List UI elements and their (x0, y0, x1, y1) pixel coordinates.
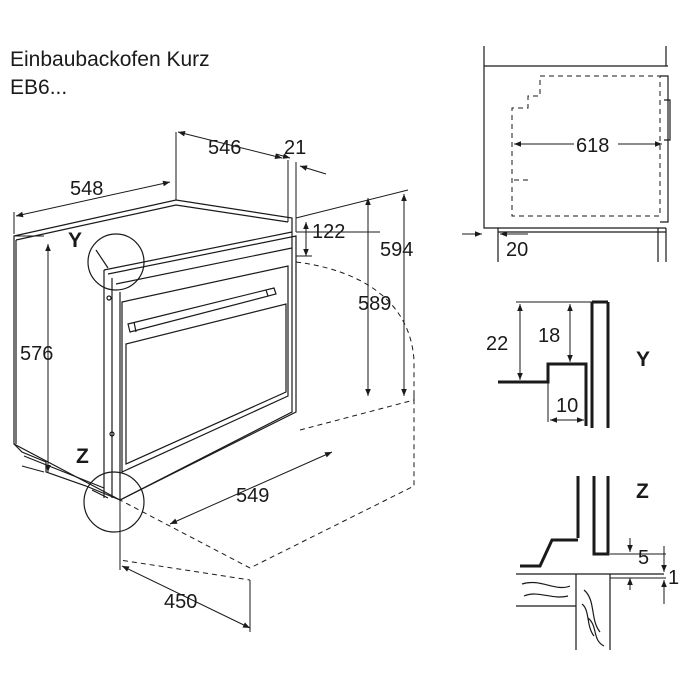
detail-z-label: Z (636, 480, 649, 503)
dim-618: 618 (576, 135, 609, 157)
dim-arrow-21b (299, 165, 327, 175)
dim-18: 18 (538, 325, 560, 347)
oven-base-rail (23, 455, 105, 489)
title-block: Einbaubackofen Kurz EB6... (10, 46, 210, 102)
title-line-1: Einbaubackofen Kurz (10, 48, 210, 71)
detail-circle-y (87, 233, 145, 291)
oven-door-window (125, 303, 287, 465)
dim-arrow-546 (177, 130, 283, 160)
dim-20: 20 (506, 239, 528, 261)
dim-10: 10 (556, 395, 578, 417)
oven-side-dashed (511, 75, 661, 217)
dim-5: 5 (638, 547, 649, 569)
dim-22: 22 (486, 333, 508, 355)
oven-door (121, 265, 289, 473)
label-y: Y (68, 229, 82, 252)
screw-icon (106, 295, 112, 301)
detail-y-panel (590, 300, 610, 428)
cabinet-side-right (657, 46, 667, 262)
oven-handle (127, 287, 277, 333)
dim-589: 589 (358, 293, 391, 315)
dim-549: 549 (236, 485, 269, 507)
screw-icon (109, 431, 115, 437)
title-line-2: EB6... (10, 76, 68, 99)
dim-548: 548 (70, 178, 103, 200)
detail-y-pointer (95, 249, 109, 269)
dim-122: 122 (312, 221, 345, 243)
dim-ext-450 (119, 500, 251, 632)
dim-618-bg (574, 134, 618, 156)
oven-left-panel (15, 240, 105, 498)
dim-594: 594 (380, 239, 413, 261)
dim-ext-576 (14, 235, 45, 473)
oven-front-frame-inner (111, 247, 293, 498)
dim-arrow-548 (15, 180, 171, 218)
dim-576: 576 (20, 343, 53, 365)
wood-grain (521, 582, 605, 647)
detail-y-ext (516, 301, 592, 426)
oven-top-edge (15, 204, 289, 241)
detail-circle-z (83, 471, 145, 533)
dim-21: 21 (284, 137, 306, 159)
dim-arrow-549 (169, 451, 333, 525)
label-z: Z (76, 445, 89, 468)
detail-z-ext (610, 553, 666, 579)
dim-546: 546 (208, 137, 241, 159)
dim-arrow-450 (121, 565, 251, 629)
dim-450: 450 (164, 591, 197, 613)
cabinet-side-left (483, 46, 499, 262)
cabinet-shelf (498, 227, 666, 233)
detail-z-profile (520, 538, 578, 568)
oven-front-frame (103, 231, 297, 501)
side-view: 618 20 (462, 46, 671, 262)
oven-main-view: Y Z 548 546 21 122 594 589 576 (13, 130, 415, 632)
detail-z-shelf (516, 573, 664, 650)
dim-ext-594 (295, 189, 415, 400)
dim-arrow-21a (275, 153, 291, 159)
detail-z-view: 5 1 Z (516, 476, 679, 650)
detail-z-panel (576, 476, 610, 556)
oven-door-side (660, 75, 671, 223)
dim-ext-546 (175, 132, 289, 222)
detail-y-label: Y (636, 348, 650, 371)
detail-z-pointer (91, 489, 109, 499)
detail-y-view: 22 18 10 Y (486, 300, 650, 428)
dim-1: 1 (668, 567, 679, 589)
